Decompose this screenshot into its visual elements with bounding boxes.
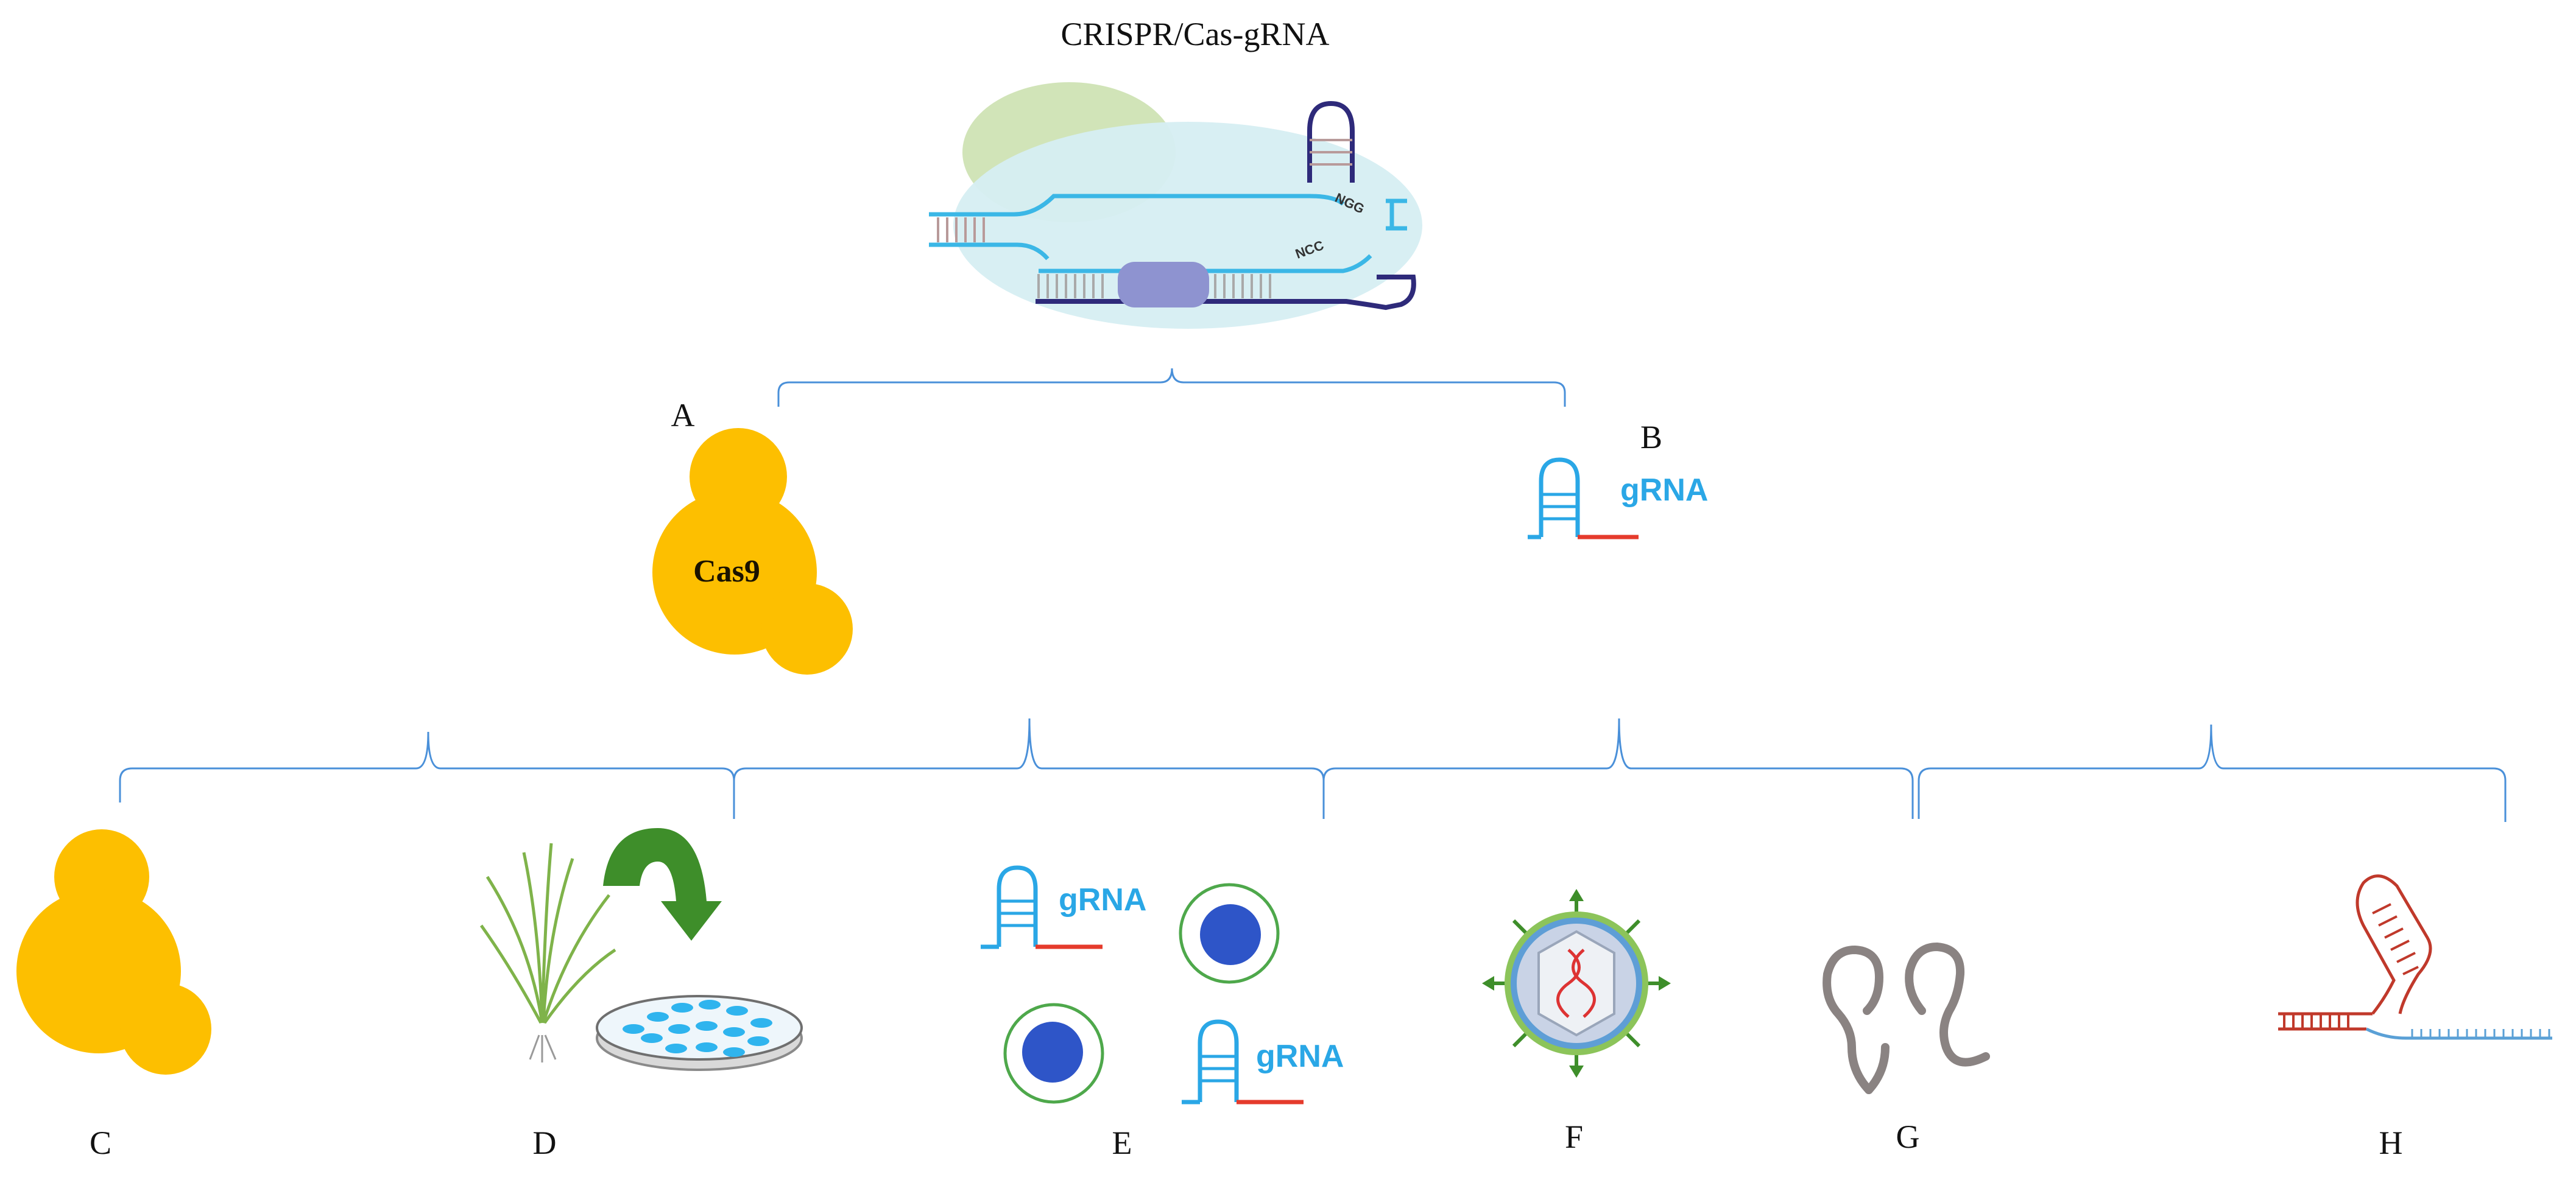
rna-hairpin-icon — [1823, 942, 1990, 1094]
cas9-label: Cas9 — [693, 554, 760, 589]
crispr-complex-icon: NGG NCC — [929, 82, 1422, 329]
diagram-title: CRISPR/Cas-gRNA — [1060, 16, 1329, 52]
panel-label-g: G — [1896, 1119, 1920, 1155]
panel-label-b: B — [1640, 419, 1662, 455]
grna-label-e2: gRNA — [1256, 1039, 1344, 1074]
grna-label-e1: gRNA — [1059, 882, 1146, 918]
rice-plant-icon — [479, 843, 616, 1062]
cas9-protein-icon — [652, 428, 853, 675]
hairpin-duplex-icon — [2278, 874, 2552, 1040]
brace-d-e — [733, 718, 1325, 819]
brace-g-h — [1918, 724, 2507, 822]
cell-icon-1 — [1179, 883, 1280, 984]
grna-hairpin-icon — [1528, 457, 1639, 539]
panel-label-f: F — [1565, 1119, 1583, 1155]
petri-dish-icon — [596, 995, 803, 1071]
grna-hairpin-icon-e2 — [1182, 1019, 1304, 1104]
panel-label-d: D — [533, 1125, 557, 1161]
top-brace — [777, 368, 1566, 407]
brace-c-d — [119, 731, 735, 819]
brace-e-f — [1322, 718, 1914, 819]
panel-label-h: H — [2379, 1125, 2403, 1161]
cell-icon-2 — [1003, 1003, 1104, 1104]
cas9-protein-c-icon — [16, 829, 211, 1075]
panel-label-e: E — [1112, 1125, 1132, 1161]
grna-label-b: gRNA — [1620, 472, 1708, 508]
panel-label-c: C — [90, 1125, 111, 1161]
grna-hairpin-icon-e1 — [981, 865, 1103, 949]
curved-arrow-icon — [603, 828, 722, 941]
panel-label-a: A — [671, 397, 695, 434]
virus-particle-icon — [1482, 889, 1671, 1078]
